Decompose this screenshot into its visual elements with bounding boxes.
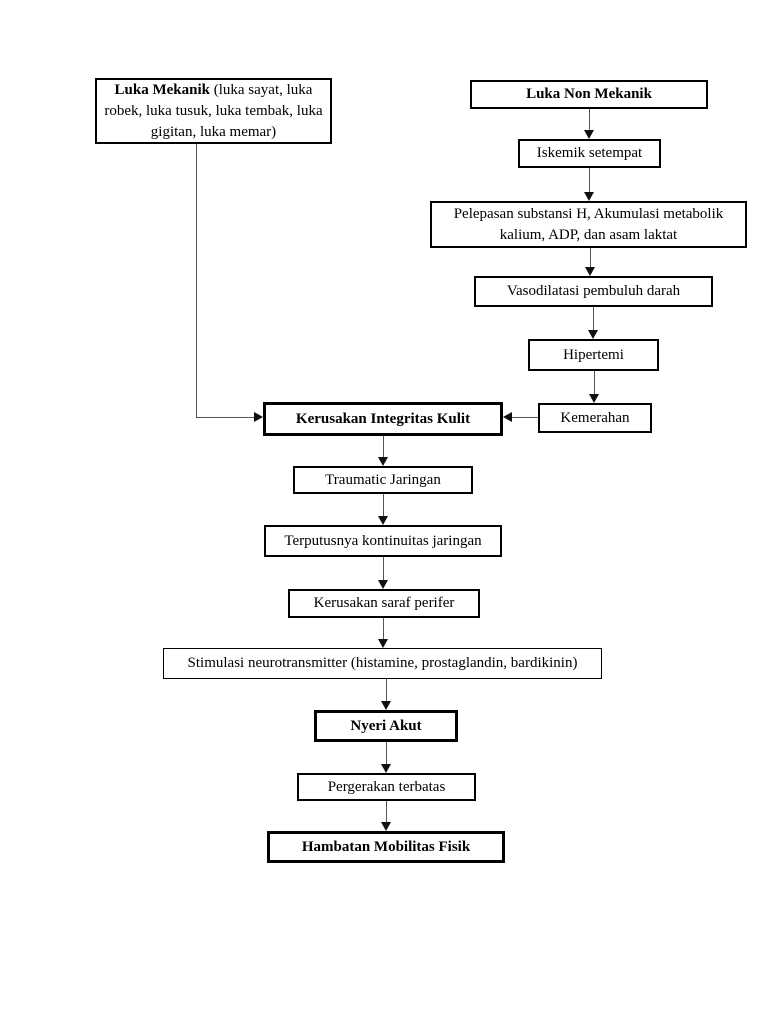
edge-luka-mekanik-horizontal [195,417,256,419]
edge-luka-mekanik-vertical [195,144,197,418]
arrowhead-left-icon [503,411,512,422]
arrowhead-down-icon [380,701,391,710]
arrowhead-down-icon [377,580,388,589]
node-nyeri-akut: Nyeri Akut [314,710,458,742]
arrowhead-down-icon [377,516,388,525]
arrowhead-down-icon [583,130,594,139]
node-hambatan-mobilitas-fisik: Hambatan Mobilitas Fisik [267,831,505,863]
node-pelepasan-substansi: Pelepasan substansi H, Akumulasi metabol… [430,201,747,248]
arrowhead-down-icon [584,267,595,276]
node-luka-mekanik-label: Luka Mekanik (luka sayat, luka robek, lu… [104,81,323,140]
arrowhead-down-icon [380,764,391,773]
arrowhead-down-icon [380,822,391,831]
node-traumatic-jaringan: Traumatic Jaringan [293,466,473,494]
edge-iskemik-to-pelepasan [588,168,590,193]
edge-vasodilatasi-to-hipertemi [592,307,594,331]
node-luka-mekanik: Luka Mekanik (luka sayat, luka robek, lu… [95,78,332,144]
edge-hipertemi-to-kemerahan [593,371,595,395]
edge-nyeri-to-pergerakan [385,742,387,765]
edge-pelepasan-to-vasodilatasi [589,248,591,268]
node-terputusnya-kontinuitas: Terputusnya kontinuitas jaringan [264,525,502,557]
edge-pergerakan-to-hambatan [385,801,387,823]
edge-traumatic-to-terputusnya [382,494,384,517]
node-pergerakan-terbatas: Pergerakan terbatas [297,773,476,801]
edge-kerusakan-to-traumatic [382,436,384,458]
arrowhead-down-icon [588,394,599,403]
node-stimulasi-neurotransmitter: Stimulasi neurotransmitter (histamine, p… [163,648,602,679]
arrowhead-right-icon [254,412,263,422]
node-vasodilatasi: Vasodilatasi pembuluh darah [474,276,713,307]
edge-saraf-to-stimulasi [382,618,384,640]
node-luka-non-mekanik: Luka Non Mekanik [470,80,708,109]
arrowhead-down-icon [583,192,594,201]
arrowhead-down-icon [377,639,388,648]
arrowhead-down-icon [587,330,598,339]
edge-kemerahan-to-kerusakan [511,416,538,418]
node-iskemik-setempat: Iskemik setempat [518,139,661,168]
node-hipertemi: Hipertemi [528,339,659,371]
edge-stimulasi-to-nyeri [385,679,387,702]
node-kerusakan-saraf-perifer: Kerusakan saraf perifer [288,589,480,618]
edge-terputusnya-to-saraf [382,557,384,581]
node-kerusakan-integritas-kulit: Kerusakan Integritas Kulit [263,402,503,436]
edge-luka-non-mekanik-to-iskemik [588,109,590,131]
node-kemerahan: Kemerahan [538,403,652,433]
arrowhead-down-icon [377,457,388,466]
